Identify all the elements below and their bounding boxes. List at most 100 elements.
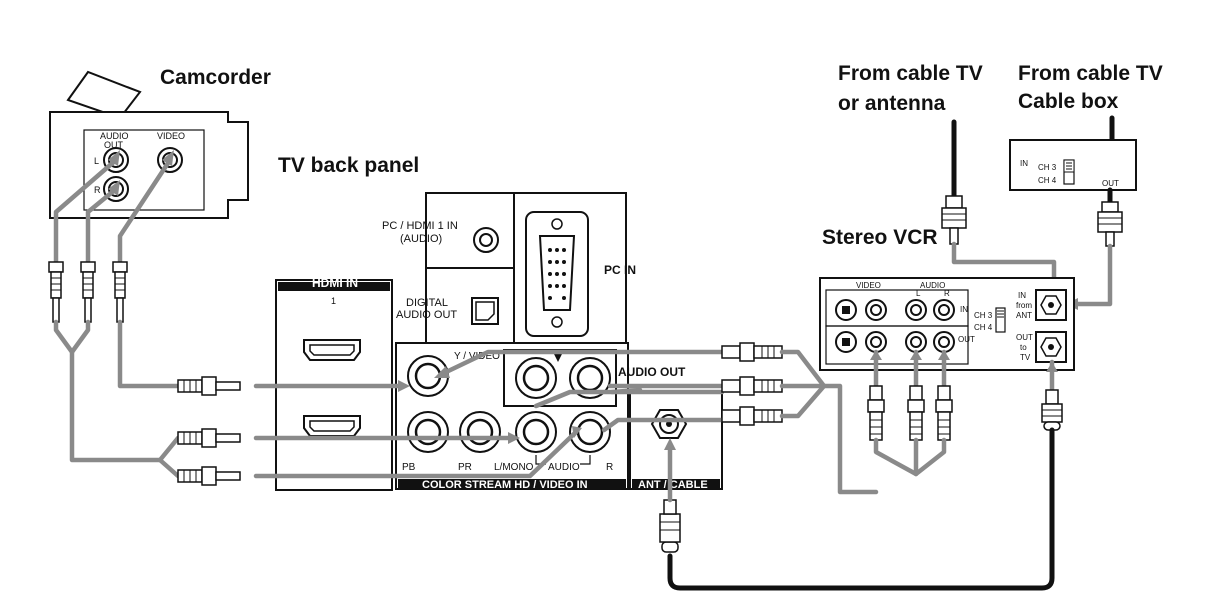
rca-plug-horizontal-icon <box>177 376 241 396</box>
vcr-audio-l-out-jack[interactable] <box>905 331 927 353</box>
from-cable-box-title: From cable TV <box>1018 62 1163 85</box>
rca-plug-horizontal-icon <box>721 376 783 396</box>
rca-plug-horizontal-icon <box>721 406 783 426</box>
tv-back-panel-title: TV back panel <box>278 154 419 177</box>
digital-audio-out-port[interactable] <box>471 297 499 325</box>
hdmi-2-port[interactable] <box>303 415 361 437</box>
vcr-in-from-ant-label-2: from <box>1016 301 1032 310</box>
pb-label: PB <box>402 462 416 473</box>
digital-audio-out-label-2: AUDIO OUT <box>396 309 457 321</box>
camcorder-body <box>49 111 249 219</box>
coax-plug-icon <box>659 499 681 553</box>
color-stream-label: COLOR STREAM HD / VIDEO IN <box>422 479 588 491</box>
vcr-body <box>819 277 1075 371</box>
vcr-ant-in-port[interactable] <box>1035 289 1067 321</box>
from-cable-antenna-title-2: or antenna <box>838 92 946 115</box>
rca-plug-horizontal-icon <box>721 342 783 362</box>
vcr-audio-r-in-jack[interactable] <box>933 299 955 321</box>
rca-plug-icon <box>80 261 96 323</box>
vcr-out-to-tv-label-2: to <box>1020 343 1027 352</box>
pc-hdmi-in-label: PC / HDMI 1 IN <box>382 220 458 232</box>
audio-out-l-jack[interactable] <box>515 357 557 399</box>
coax-plug-icon <box>941 195 967 245</box>
vcr-ch-switch[interactable] <box>995 307 1006 333</box>
vcr-out-label: OUT <box>958 335 975 344</box>
audio-l-mono-jack[interactable] <box>515 411 557 453</box>
vcr-svideo-in-port[interactable] <box>835 299 857 321</box>
ant-cable-label: ANT / CABLE <box>638 479 708 491</box>
cable-box-ch-switch[interactable] <box>1063 159 1075 185</box>
vcr-out-to-tv-port[interactable] <box>1035 331 1067 363</box>
vcr-in-label: IN <box>960 305 968 314</box>
pb-jack[interactable] <box>407 411 449 453</box>
digital-audio-out-label: DIGITAL <box>406 297 448 309</box>
camcorder-to-tv-plugs <box>177 376 241 486</box>
camcorder-title: Camcorder <box>160 66 271 89</box>
ant-cable-port[interactable] <box>650 409 688 439</box>
camcorder-plugs <box>48 261 181 479</box>
l-mono-label: L/MONO <box>494 462 534 473</box>
rca-plug-icon <box>935 385 953 441</box>
cable-box-in-label: IN <box>1020 159 1028 168</box>
antenna-cable <box>941 119 1060 290</box>
vcr-audio-l-in-jack[interactable] <box>905 299 927 321</box>
camcorder-right-label: R <box>94 185 101 195</box>
vcr-svideo-out-port[interactable] <box>835 331 857 353</box>
audio-out-label: AUDIO OUT <box>618 365 686 379</box>
vcr-in-from-ant-label: IN <box>1018 291 1026 300</box>
rca-plug-icon <box>48 261 64 323</box>
camcorder-audio-out-label: AUDIO <box>100 131 129 141</box>
vcr-r-label: R <box>944 289 950 298</box>
tv-back-panel: HDMI IN 1 PC / HDMI 1 IN (AUDIO) DIGITAL… <box>275 192 723 491</box>
pr-jack[interactable] <box>459 411 501 453</box>
vcr-ch3-label: CH 3 <box>974 311 993 320</box>
vcr-to-tv-coax <box>659 359 1063 591</box>
hdmi-1-label: 1 <box>331 296 336 306</box>
coax-plug-icon <box>1041 389 1063 431</box>
vcr-ch4-label: CH 4 <box>974 323 993 332</box>
camcorder-jack-panel <box>83 129 205 211</box>
hdmi-in-label: HDMI IN <box>312 276 358 290</box>
vcr-out-plugs <box>867 349 953 477</box>
vcr-in-from-ant-label-3: ANT <box>1016 311 1032 320</box>
cable-box-out-label: OUT <box>1102 179 1119 188</box>
pc-hdmi-in-audio-label: (AUDIO) <box>400 233 442 245</box>
rca-plug-horizontal-icon <box>177 428 241 448</box>
camcorder-audio-out-label-2: OUT <box>104 140 124 150</box>
pc-in-vga-port[interactable] <box>525 211 589 337</box>
vcr-l-label: L <box>916 289 921 298</box>
rca-plug-icon <box>907 385 925 441</box>
ant-cable-section <box>629 391 723 490</box>
hdmi-1-port[interactable] <box>303 339 361 361</box>
rca-plug-icon <box>867 385 885 441</box>
rca-plug-horizontal-icon <box>177 466 241 486</box>
cable-box-ch3-label: CH 3 <box>1038 163 1057 172</box>
stereo-vcr-title: Stereo VCR <box>822 226 938 249</box>
camcorder-cables <box>53 150 174 265</box>
audio-out-r-jack[interactable] <box>569 357 611 399</box>
pc-audio-jack[interactable] <box>473 227 499 253</box>
from-cable-box-title-2: Cable box <box>1018 90 1119 113</box>
stereo-vcr: VIDEO AUDIO L R IN OUT C <box>819 277 1075 371</box>
coax-plug-icon <box>1097 201 1123 247</box>
vcr-out-to-tv-label-3: TV <box>1020 353 1031 362</box>
vcr-video-out-jack[interactable] <box>865 331 887 353</box>
vcr-audio-r-out-jack[interactable] <box>933 331 955 353</box>
tv-vcr-av-cables <box>434 342 879 495</box>
vcr-audio-label: AUDIO <box>920 281 945 290</box>
camcorder-video-label: VIDEO <box>157 131 185 141</box>
vcr-out-panel <box>825 325 969 365</box>
camcorder: AUDIO OUT VIDEO L R <box>49 70 249 219</box>
vcr-out-to-tv-label: OUT <box>1016 333 1033 342</box>
from-cable-antenna-title: From cable TV <box>838 62 983 85</box>
vcr-video-in-jack[interactable] <box>865 299 887 321</box>
rca-plug-icon <box>112 261 128 323</box>
audio-label: AUDIO <box>548 462 580 473</box>
camcorder-left-label: L <box>94 156 99 166</box>
cable-box-ch4-label: CH 4 <box>1038 176 1057 185</box>
pr-label: PR <box>458 462 472 473</box>
camcorder-to-tv-cables <box>253 380 582 479</box>
pc-in-label: PC IN <box>604 263 636 277</box>
vcr-video-label: VIDEO <box>856 281 881 290</box>
